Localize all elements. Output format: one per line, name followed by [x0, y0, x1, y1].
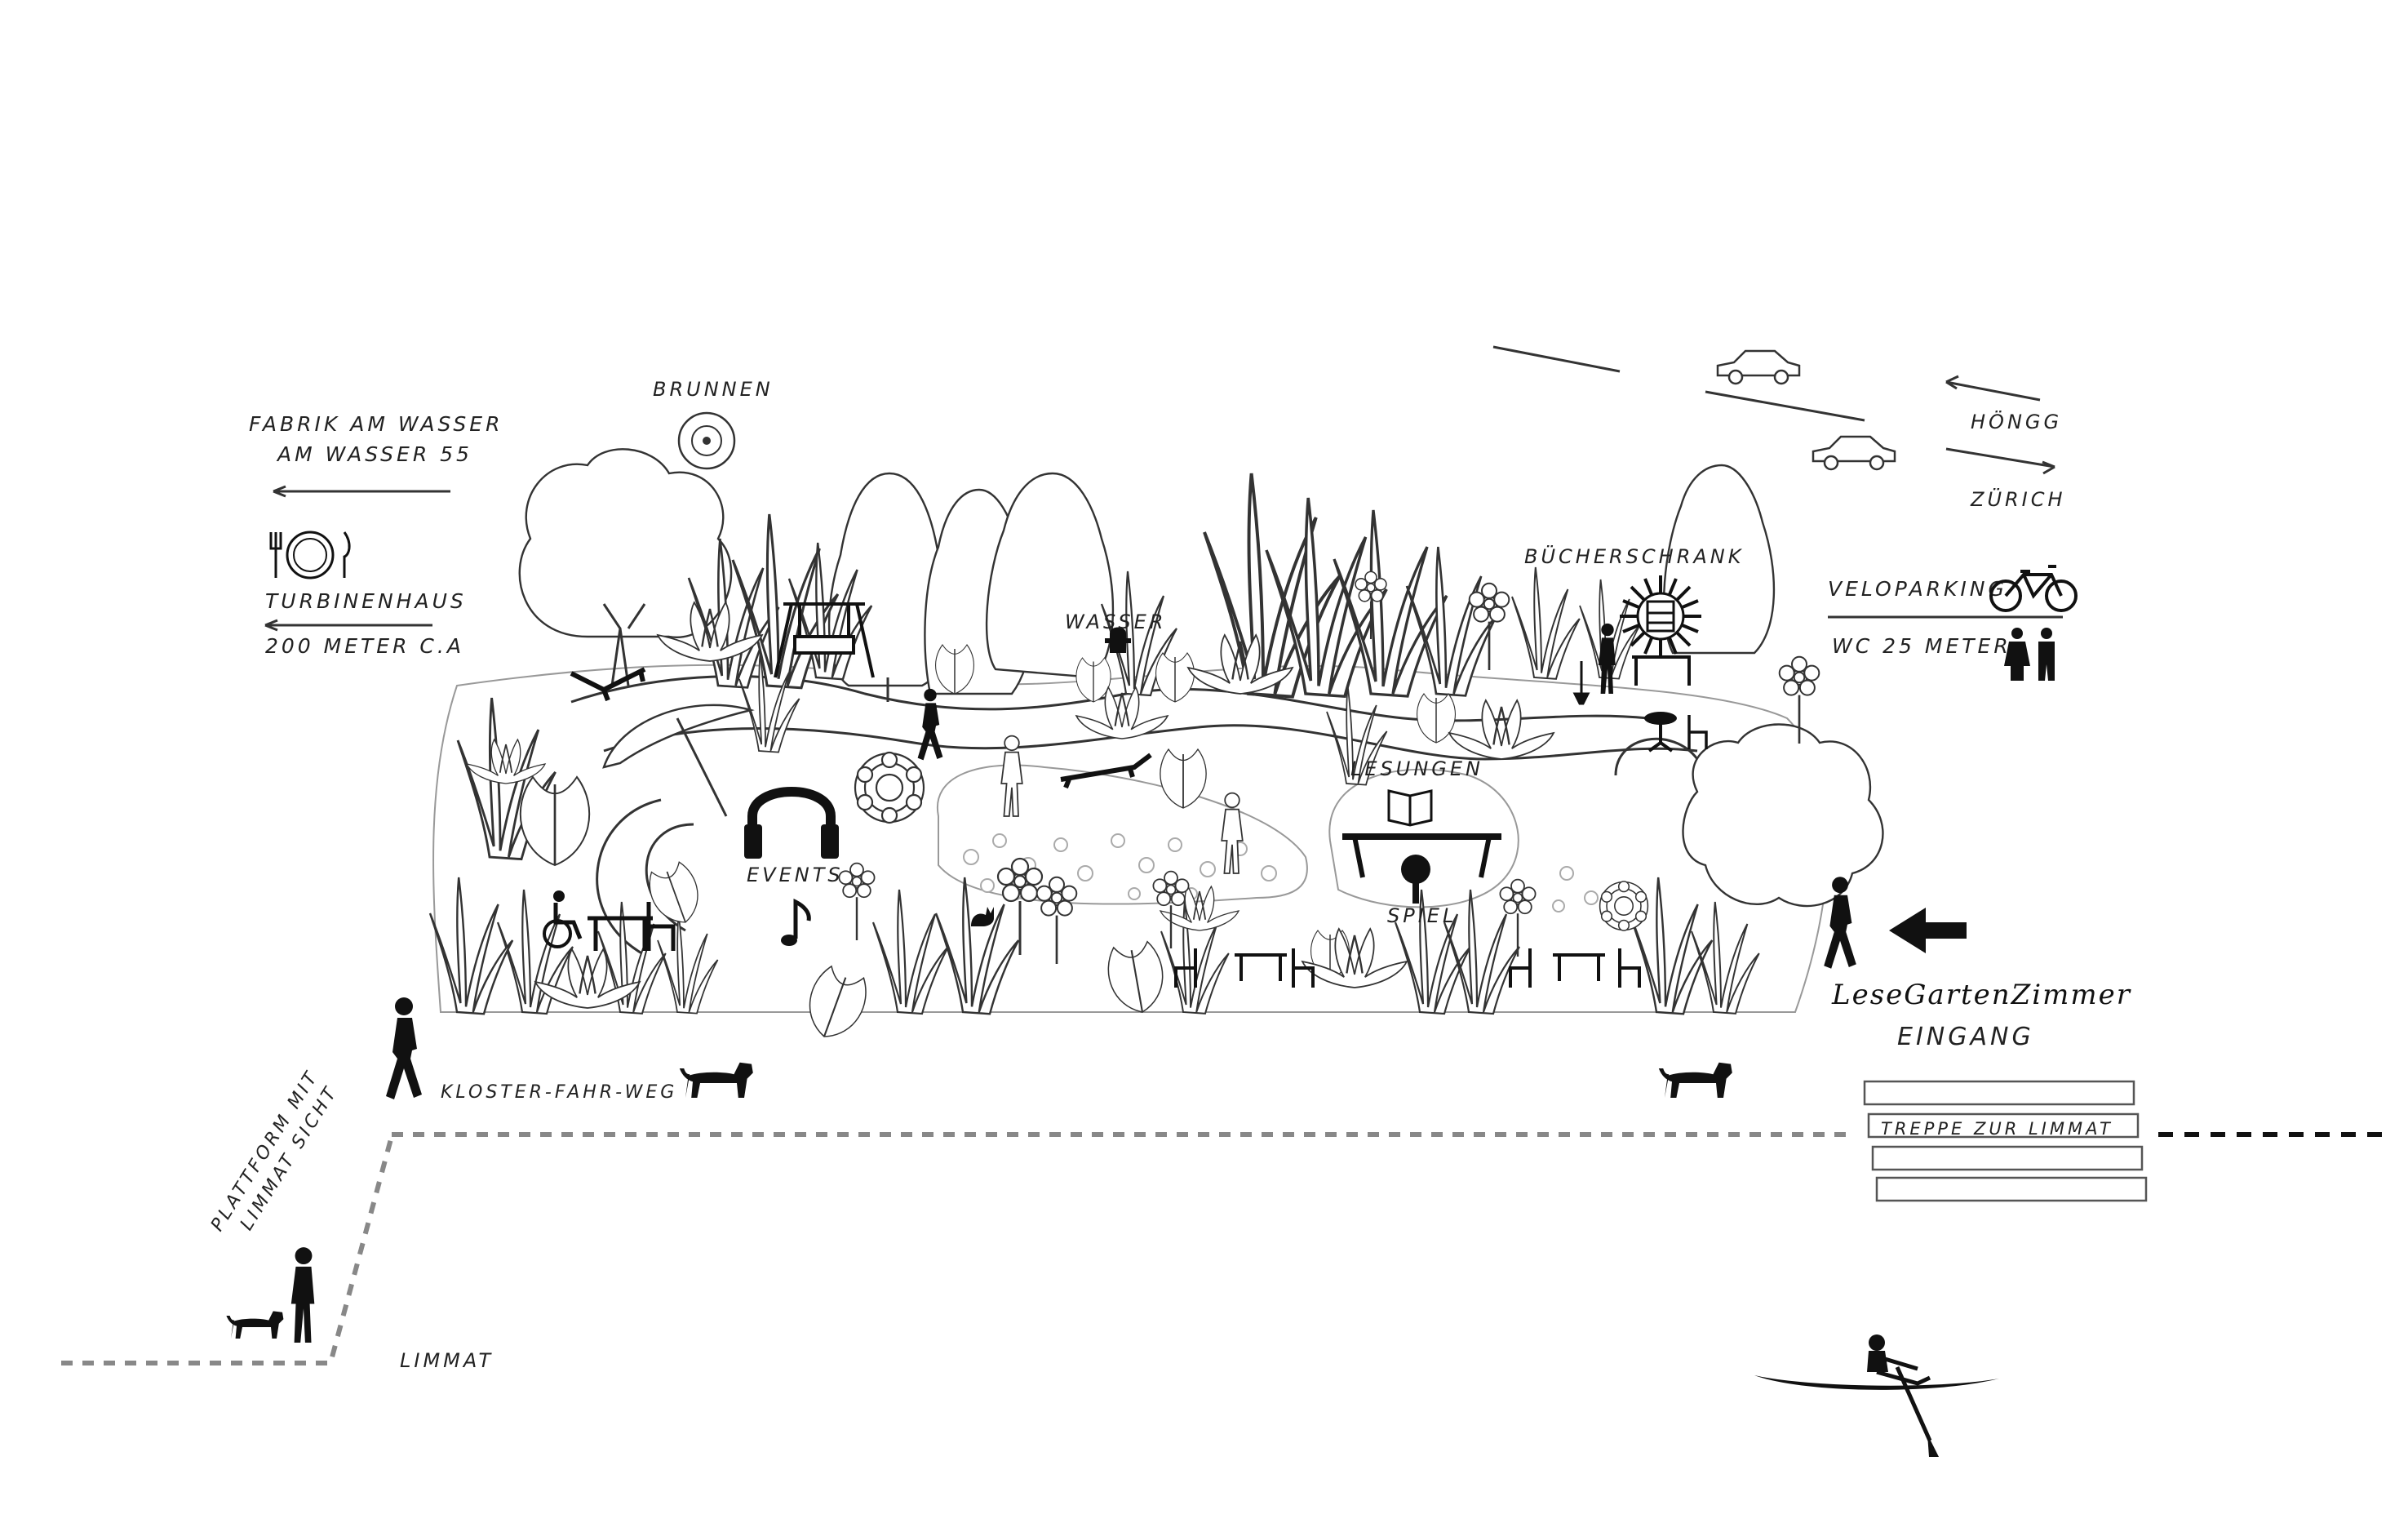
rower-icon — [1754, 1334, 1999, 1457]
bistro-table — [1644, 712, 1677, 753]
tree — [1662, 464, 1776, 655]
wasser-label: WASSER — [1065, 611, 1166, 633]
brunnen-label: BRUNNEN — [653, 378, 774, 401]
plate-cutlery-icon — [269, 531, 351, 579]
kloster-fahr-weg: KLOSTER-FAHR-WEG — [386, 997, 2383, 1137]
bookshelf-stand — [1632, 655, 1691, 686]
turbinenhaus-label: TURBINENHAUS — [265, 589, 467, 613]
events-label: EVENTS — [747, 864, 844, 886]
toilet-icon — [2004, 628, 2055, 681]
limmat-label: LIMMAT — [400, 1349, 494, 1372]
parasol — [602, 704, 755, 817]
entrance: LeseGartenZimmer EINGANG — [1824, 877, 2131, 1051]
people — [917, 623, 1616, 874]
lesegarten-label: LeseGartenZimmer — [1831, 979, 2131, 1011]
platform-path — [61, 1135, 394, 1365]
wc-label: WC 25 METER — [1832, 634, 2011, 658]
cat — [971, 907, 994, 926]
wheelchair-icon — [543, 890, 583, 948]
info-left: FABRIK AM WASSER AM WASSER 55 TURBINENHA… — [249, 412, 503, 658]
veloparking-label: VELOPARKING — [1828, 577, 2007, 601]
book-icon — [1387, 789, 1433, 827]
headphones-icon — [744, 787, 839, 859]
arrow-right-icon — [1945, 447, 2055, 475]
treppe-label: TREPPE ZUR LIMMAT — [1881, 1119, 2113, 1139]
arrow-left-icon — [1945, 375, 2041, 402]
fountain-icon — [677, 411, 736, 470]
kloster-label: KLOSTER-FAHR-WEG — [441, 1082, 677, 1103]
ping-pong-icon — [1401, 855, 1430, 904]
fabrik-label: FABRIK AM WASSER — [249, 412, 503, 436]
car-icon — [1716, 349, 1801, 385]
shovel — [1572, 661, 1590, 705]
fabrik-address: AM WASSER 55 — [276, 442, 472, 466]
eingang-label: EINGANG — [1897, 1023, 2034, 1051]
small-flowers-field — [963, 833, 1599, 913]
music-note-icon — [781, 898, 811, 946]
car-icon — [1812, 435, 1896, 471]
lesungen-label: LESUNGEN — [1350, 757, 1483, 780]
trees — [518, 448, 1884, 908]
lounger — [570, 667, 1152, 789]
tree-large — [1682, 723, 1884, 908]
swing-bench — [774, 602, 875, 678]
plattform: PLATTFORM MIT LIMMAT SICHT LIMMAT — [61, 1067, 494, 1372]
reading-table — [1342, 833, 1501, 878]
turbinenhaus-distance: 200 METER C.A — [265, 634, 464, 658]
buecherschrank-label: BÜCHERSCHRANK — [1524, 544, 1745, 568]
stairs: TREPPE ZUR LIMMAT — [1863, 1080, 2148, 1202]
sun-bookshelf-icon — [1620, 575, 1701, 657]
road: HÖNGG ZÜRICH — [1492, 345, 2066, 511]
info-right: VELOPARKING WC 25 METER — [1828, 565, 2078, 681]
arrow-left-icon — [1889, 908, 1967, 953]
seating — [543, 712, 1708, 988]
zuerich-label: ZÜRICH — [1970, 487, 2066, 511]
tree — [518, 448, 733, 686]
spiel-label: SPIEL — [1387, 904, 1457, 927]
hoengg-label: HÖNGG — [1971, 410, 2062, 433]
bicycle-icon — [1989, 565, 2078, 612]
tree — [985, 472, 1115, 679]
fire-hydrant-icon — [1105, 627, 1131, 653]
arrow-left-icon — [264, 619, 432, 632]
arrow-left-icon — [273, 485, 450, 498]
